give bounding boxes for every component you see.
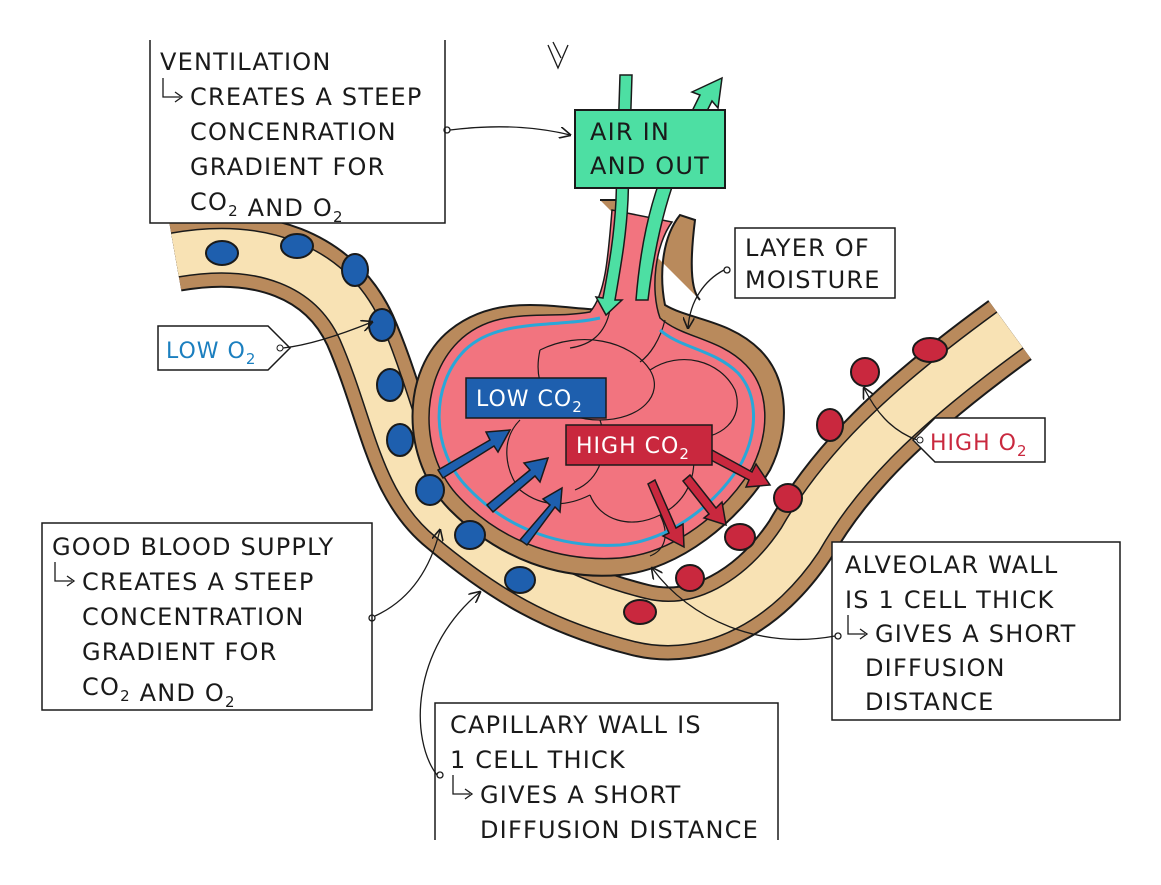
o2-diffusion-arrows	[436, 429, 563, 547]
air-label-line1: AIR IN	[590, 118, 670, 146]
alveolar-wall-title1: ALVEOLAR WALL	[845, 551, 1058, 579]
red-blood-cells-deoxygenated	[205, 233, 536, 594]
red-blood-cells-oxygenated	[623, 337, 948, 625]
high-co2-label: HIGH CO2	[576, 434, 690, 463]
alveolar-wall-line-3: DISTANCE	[865, 688, 994, 716]
blood-supply-line-3: GRADIENT FOR	[82, 638, 277, 666]
blood-supply-title: GOOD BLOOD SUPPLY	[52, 533, 334, 561]
capillary-wall-line-1: GIVES A SHORT	[480, 781, 682, 809]
blood-supply-line-4: CO2 AND O2	[82, 673, 236, 711]
blood-supply-box: GOOD BLOOD SUPPLY CREATES A STEEP CONCEN…	[41, 522, 373, 711]
low-co2-label: LOW CO2	[476, 387, 583, 416]
air-label-line2: AND OUT	[590, 152, 710, 180]
ventilation-line-2: CONCENRATION	[190, 118, 397, 146]
co2-diffusion-arrows	[647, 449, 772, 549]
moisture-box: LAYER OF MOISTURE	[734, 227, 896, 299]
capillary-wall-line-2: DIFFUSION DISTANCE	[480, 816, 759, 844]
leader-lines	[282, 41, 918, 779]
alveolar-wall-line-2: DIFFUSION	[865, 654, 1006, 682]
high-co2-tag: HIGH CO2	[565, 424, 713, 466]
blood-supply-line-2: CONCENTRATION	[82, 603, 305, 631]
ventilation-title: VENTILATION	[160, 48, 332, 76]
capillary-vessel	[168, 213, 1032, 661]
high-o2-tag: HIGH O2	[911, 417, 1046, 463]
capillary-wall-title2: 1 CELL THICK	[450, 746, 626, 774]
alveolar-wall-line-1: GIVES A SHORT	[875, 620, 1077, 648]
alveolar-wall-title2: IS 1 CELL THICK	[845, 586, 1054, 614]
ventilation-line-4: CO2 AND O2	[190, 188, 344, 226]
low-co2-tag: LOW CO2	[465, 377, 607, 419]
high-o2-label: HIGH O2	[930, 431, 1028, 460]
air-box: AIR IN AND OUT	[574, 109, 726, 189]
ventilation-line-1: CREATES A STEEP	[190, 83, 423, 111]
ventilation-line-3: GRADIENT FOR	[190, 153, 385, 181]
capillary-wall-box: CAPILLARY WALL IS 1 CELL THICK GIVES A S…	[434, 702, 779, 844]
capillary-wall-title1: CAPILLARY WALL IS	[450, 711, 702, 739]
ventilation-box: VENTILATION CREATES A STEEP CONCENRATION…	[149, 40, 446, 226]
moisture-line1: LAYER OF	[745, 234, 870, 262]
alveolar-wall-box: ALVEOLAR WALL IS 1 CELL THICK GIVES A SH…	[831, 541, 1121, 721]
moisture-line2: MOISTURE	[745, 266, 881, 294]
low-o2-label: LOW O2	[166, 339, 256, 368]
moisture-layer	[437, 316, 756, 547]
blood-supply-line-1: CREATES A STEEP	[82, 568, 315, 596]
low-o2-tag: LOW O2	[157, 325, 292, 371]
